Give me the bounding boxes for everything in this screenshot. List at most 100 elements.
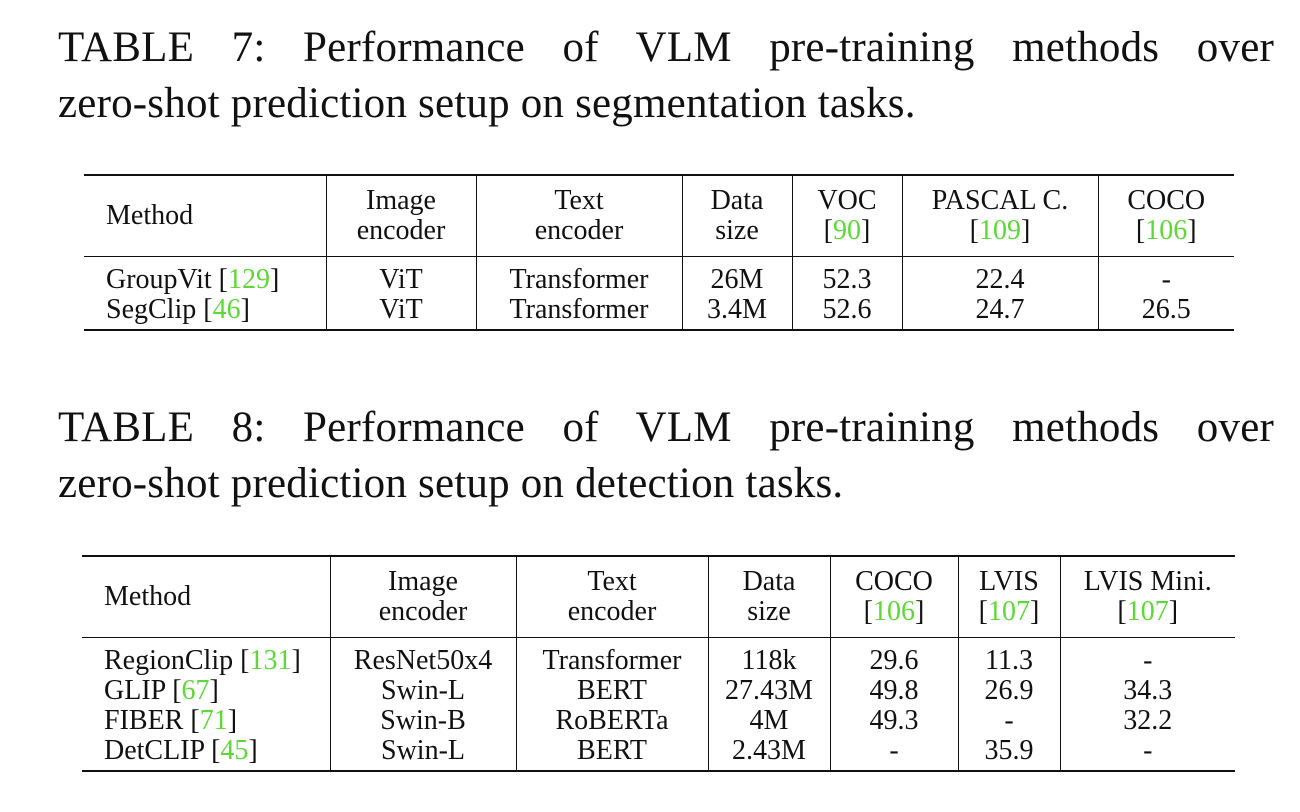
method-name: DetCLIP (104, 735, 205, 766)
coco-cell: - (829, 736, 958, 771)
table7-header-image-encoder: Image encoder (325, 175, 476, 257)
data-size-cell: 4M (707, 706, 830, 736)
data-size-cell: 27.43M (707, 676, 830, 706)
method-name: FIBER (104, 705, 184, 736)
text-encoder-cell: Transformer (475, 295, 682, 330)
table8-header-lvis-mini-name: LVIS Mini. (1083, 566, 1212, 597)
table-row: GroupVit [129] ViT Transformer 26M 52.3 … (84, 256, 1234, 295)
method-cell: GroupVit [129] (106, 264, 280, 295)
method-citation[interactable]: 67 (181, 675, 210, 706)
method-cell: FIBER [71] (104, 705, 238, 736)
image-encoder-cell: Swin-B (329, 706, 516, 736)
text-encoder-cell: BERT (515, 736, 708, 771)
coco-cell: 29.6 (829, 637, 958, 676)
table8-header-text-encoder: Text encoder (515, 556, 708, 638)
table7-header-coco-citation[interactable]: 106 (1145, 215, 1188, 246)
method-name: RegionClip (104, 645, 234, 676)
lvis-mini-cell: - (1059, 736, 1235, 771)
table8-caption-line1: TABLE 8: Performance of VLM pre-training… (58, 404, 1274, 451)
table7-caption-line2: zero-shot prediction setup on segmentati… (58, 80, 916, 127)
image-encoder-cell: Swin-L (329, 736, 516, 771)
table7-header-text-encoder-line2: encoder (534, 215, 624, 246)
method-cell: SegClip [46] (106, 294, 250, 325)
table8-caption: TABLE 8: Performance of VLM pre-training… (58, 400, 1274, 512)
method-name: GroupVit (106, 264, 212, 295)
table7-header-data-size-line1: Data (710, 185, 764, 216)
table-row: RegionClip [131] ResNet50x4 Transformer … (82, 637, 1235, 676)
coco-cell: 49.3 (829, 706, 958, 736)
table7-caption: TABLE 7: Performance of VLM pre-training… (58, 20, 1274, 132)
table8-header-method: Method (82, 556, 330, 638)
method-citation[interactable]: 129 (227, 264, 270, 295)
table8-header-coco: COCO [106] (829, 556, 958, 638)
coco-cell: 26.5 (1097, 295, 1234, 330)
lvis-cell: 11.3 (957, 637, 1060, 676)
method-cell: DetCLIP [45] (104, 735, 258, 766)
table8-header-data-size-line1: Data (742, 566, 796, 597)
method-citation[interactable]: 45 (220, 735, 249, 766)
table-row: FIBER [71] Swin-B RoBERTa 4M 49.3 - 32.2 (82, 706, 1235, 736)
lvis-cell: 26.9 (957, 676, 1060, 706)
table8-caption-line2: zero-shot prediction setup on detection … (58, 460, 844, 507)
table7-segmentation: Method Image encoder Text encoder Data s… (84, 174, 1234, 331)
text-encoder-cell: RoBERTa (515, 706, 708, 736)
voc-cell: 52.3 (791, 256, 902, 295)
image-encoder-cell: ResNet50x4 (329, 637, 516, 676)
image-encoder-cell: ViT (325, 256, 476, 295)
method-citation[interactable]: 131 (249, 645, 292, 676)
table-row: GLIP [67] Swin-L BERT 27.43M 49.8 26.9 3… (82, 676, 1235, 706)
table8-header-text-encoder-line2: encoder (567, 596, 657, 627)
method-cell: GLIP [67] (104, 675, 219, 706)
data-size-cell: 118k (707, 637, 830, 676)
text-encoder-cell: Transformer (475, 256, 682, 295)
table-row: DetCLIP [45] Swin-L BERT 2.43M - 35.9 - (82, 736, 1235, 771)
table7-header-coco: COCO [106] (1097, 175, 1234, 257)
table7-header-voc-citation[interactable]: 90 (833, 215, 861, 246)
text-encoder-cell: BERT (515, 676, 708, 706)
method-citation[interactable]: 46 (212, 294, 241, 325)
table8-header-coco-name: COCO (855, 566, 933, 597)
coco-cell: 49.8 (829, 676, 958, 706)
data-size-cell: 3.4M (681, 295, 792, 330)
voc-cell: 52.6 (791, 295, 902, 330)
data-size-cell: 2.43M (707, 736, 830, 771)
table8-header-lvis-mini-citation[interactable]: 107 (1126, 596, 1169, 627)
table8-header-lvis-name: LVIS (979, 566, 1039, 597)
table7-header-pascal-citation[interactable]: 109 (979, 215, 1021, 246)
table8-header-image-encoder-line2: encoder (378, 596, 468, 627)
table8-header-lvis: LVIS [107] (957, 556, 1060, 638)
table8-header-lvis-mini: LVIS Mini. [107] (1059, 556, 1235, 638)
table7-header-data-size-line2: size (715, 215, 759, 246)
table8-header-text-encoder-line1: Text (587, 566, 637, 597)
table8-detection: Method Image encoder Text encoder Data s… (82, 555, 1235, 772)
table7-header-pascal-name: PASCAL C. (931, 185, 1069, 216)
table8-header-lvis-citation[interactable]: 107 (988, 596, 1030, 627)
text-encoder-cell: Transformer (515, 637, 708, 676)
coco-cell: - (1097, 256, 1234, 295)
table7-header-image-encoder-line2: encoder (356, 215, 446, 246)
table7-header-text-encoder-line1: Text (554, 185, 604, 216)
table8-header-image-encoder: Image encoder (329, 556, 516, 638)
table7-header-pascal: PASCAL C. [109] (901, 175, 1098, 257)
lvis-mini-cell: 32.2 (1059, 706, 1235, 736)
method-cell: RegionClip [131] (104, 645, 301, 676)
table7-header-image-encoder-line1: Image (366, 185, 436, 216)
table7-caption-line1: TABLE 7: Performance of VLM pre-training… (58, 24, 1274, 71)
table7-header-method: Method (84, 175, 326, 257)
lvis-mini-cell: - (1059, 637, 1235, 676)
image-encoder-cell: Swin-L (329, 676, 516, 706)
table8-header-image-encoder-line1: Image (388, 566, 458, 597)
lvis-cell: 35.9 (957, 736, 1060, 771)
method-citation[interactable]: 71 (199, 705, 228, 736)
pascal-cell: 22.4 (901, 256, 1098, 295)
table8-header-data-size-line2: size (747, 596, 791, 627)
table7-header-voc-name: VOC (817, 185, 877, 216)
table8-header-data-size: Data size (707, 556, 830, 638)
table7-header-coco-name: COCO (1127, 185, 1206, 216)
method-name: SegClip (106, 294, 197, 325)
image-encoder-cell: ViT (325, 295, 476, 330)
table7-header-text-encoder: Text encoder (475, 175, 682, 257)
lvis-cell: - (957, 706, 1060, 736)
table8-header-coco-citation[interactable]: 106 (873, 596, 915, 627)
table7-header-data-size: Data size (681, 175, 792, 257)
